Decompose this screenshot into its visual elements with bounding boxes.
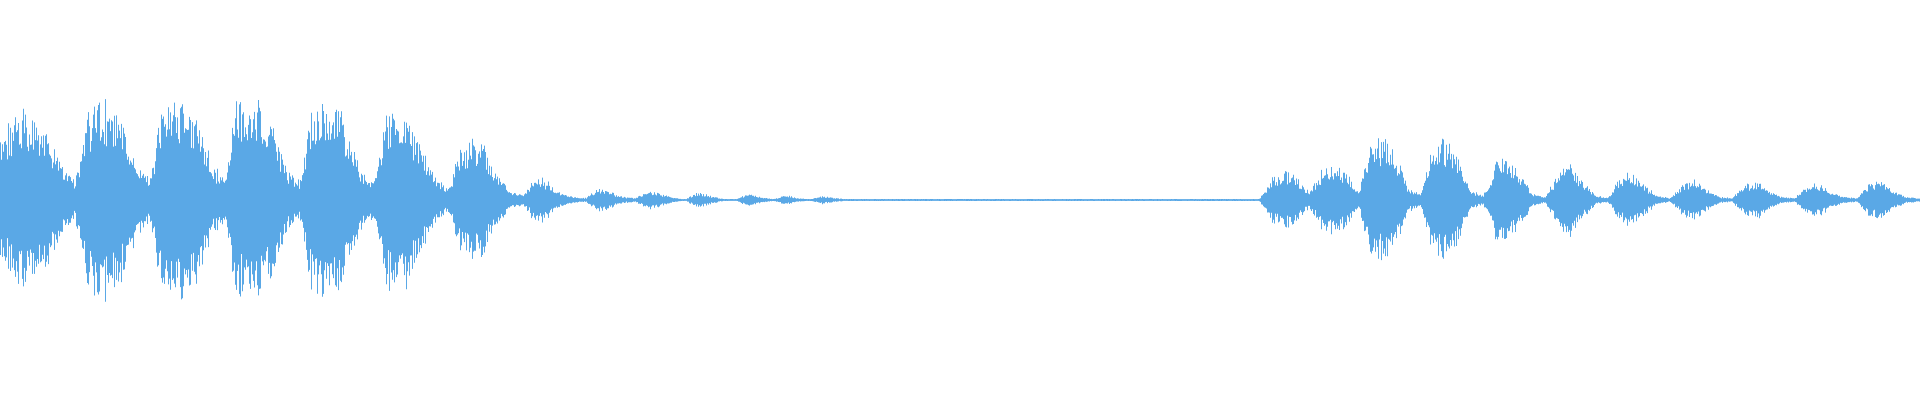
waveform-samples xyxy=(0,99,1920,302)
